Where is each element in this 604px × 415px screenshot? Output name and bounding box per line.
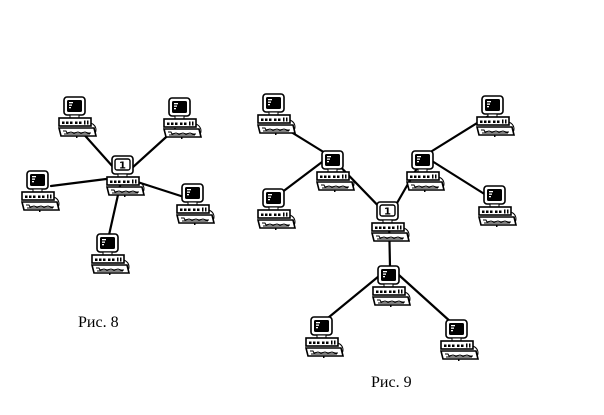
fig8-diagram: 1 [20, 96, 216, 275]
computer-icon [162, 97, 203, 139]
node-label: 1 [384, 207, 391, 218]
figure-9-caption: Рис. 9 [371, 374, 412, 391]
nodes-layer: 11 [20, 93, 518, 361]
computer-icon [405, 150, 446, 192]
screen [314, 320, 329, 332]
screen [172, 101, 187, 113]
screen [30, 174, 45, 186]
links-layer [49, 113, 492, 325]
figure-8-caption: Рис. 8 [78, 314, 119, 331]
computer-icon [475, 95, 516, 137]
computer-icon [20, 170, 61, 212]
computer-icon [315, 150, 356, 192]
node-label: 1 [119, 161, 126, 172]
screen [67, 100, 82, 112]
fig9-diagram: 1 [256, 93, 518, 361]
central-computer-icon: 1 [370, 201, 411, 243]
computer-icon [371, 265, 412, 307]
screen [266, 97, 281, 109]
screen [485, 99, 500, 111]
computer-icon [256, 93, 297, 135]
central-computer-icon: 1 [105, 155, 146, 197]
screen [487, 189, 502, 201]
screen [100, 237, 115, 249]
computer-icon [304, 316, 345, 358]
computer-icon [256, 188, 297, 230]
screen [379, 204, 396, 217]
screen [114, 158, 131, 171]
computer-icon [439, 319, 480, 361]
screen [449, 323, 464, 335]
screen [415, 154, 430, 166]
computer-icon [477, 185, 518, 227]
screen [381, 269, 396, 281]
computer-icon [57, 96, 98, 138]
screen [266, 192, 281, 204]
screen [185, 187, 200, 199]
computer-icon [175, 183, 216, 225]
computer-icon [90, 233, 131, 275]
screen [325, 154, 340, 166]
network-link [275, 154, 332, 198]
network-link [388, 265, 454, 325]
network-link [422, 154, 488, 197]
